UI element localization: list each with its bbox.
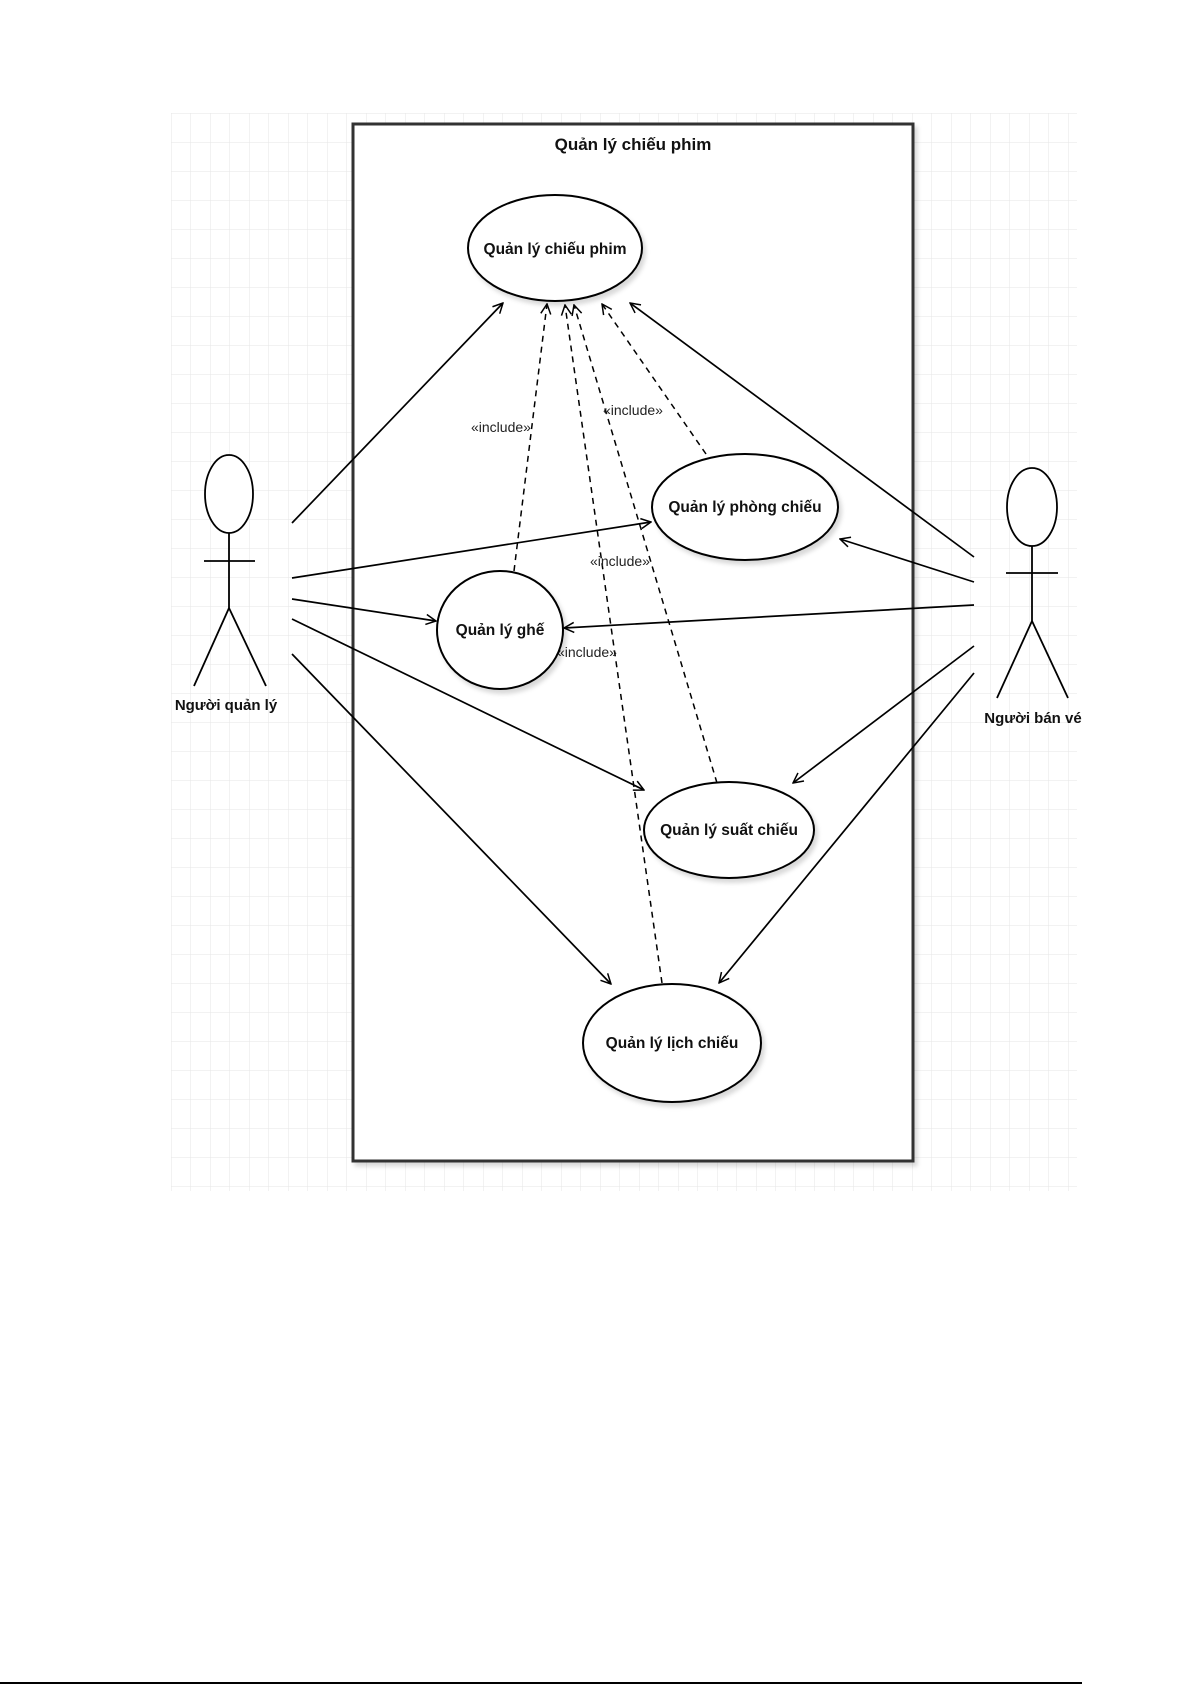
include-label-sched: «include» (557, 644, 617, 660)
actor-manager-label: Người quản lý (175, 697, 278, 714)
assoc-seller-show[interactable] (793, 645, 975, 783)
use-case-sched[interactable]: Quản lý lịch chiếu (582, 983, 762, 1103)
include-seat-main[interactable] (513, 304, 547, 572)
use-case-room[interactable]: Quản lý phòng chiếu (651, 453, 839, 561)
actor-manager-leg-left (193, 607, 230, 687)
use-case-main[interactable]: Quản lý chiếu phim (467, 194, 643, 302)
assoc-seller-main[interactable] (630, 303, 975, 558)
assoc-seller-sched[interactable] (719, 672, 975, 983)
use-case-seat[interactable]: Quản lý ghế (436, 570, 564, 690)
include-sched-main[interactable] (565, 305, 663, 984)
include-label-seat: «include» (471, 419, 531, 435)
assoc-manager-main[interactable] (291, 303, 503, 524)
assoc-seller-room[interactable] (840, 539, 975, 583)
actor-seller-leg-left (996, 620, 1033, 699)
actor-manager[interactable] (193, 454, 267, 687)
actor-seller-head (1006, 467, 1058, 547)
use-case-room-label: Quản lý phòng chiếu (668, 499, 821, 516)
assoc-manager-seat[interactable] (291, 598, 436, 621)
assoc-seller-seat[interactable] (564, 604, 975, 628)
system-boundary-title: Quản lý chiếu phim (555, 135, 712, 154)
use-case-sched-label: Quản lý lịch chiếu (606, 1035, 739, 1052)
include-label-room: «include» (603, 402, 663, 418)
include-room-main[interactable] (602, 304, 707, 455)
use-case-show-label: Quản lý suất chiếu (660, 822, 798, 839)
associations (291, 303, 975, 984)
actor-seller[interactable] (996, 467, 1069, 699)
actor-seller-leg-right (1031, 620, 1069, 699)
actor-manager-head (204, 454, 254, 534)
assoc-manager-show[interactable] (291, 618, 644, 790)
assoc-manager-room[interactable] (291, 522, 651, 579)
page-bottom-rule (0, 1682, 1082, 1684)
actor-seller-label: Người bán vé (984, 710, 1081, 727)
include-label-show: «include» (590, 553, 650, 569)
assoc-manager-sched[interactable] (291, 653, 611, 984)
include-dependencies (513, 304, 718, 984)
use-case-main-label: Quản lý chiếu phim (484, 241, 627, 258)
use-case-show[interactable]: Quản lý suất chiếu (643, 781, 815, 879)
use-case-seat-label: Quản lý ghế (456, 622, 545, 639)
actor-manager-leg-right (228, 607, 267, 687)
